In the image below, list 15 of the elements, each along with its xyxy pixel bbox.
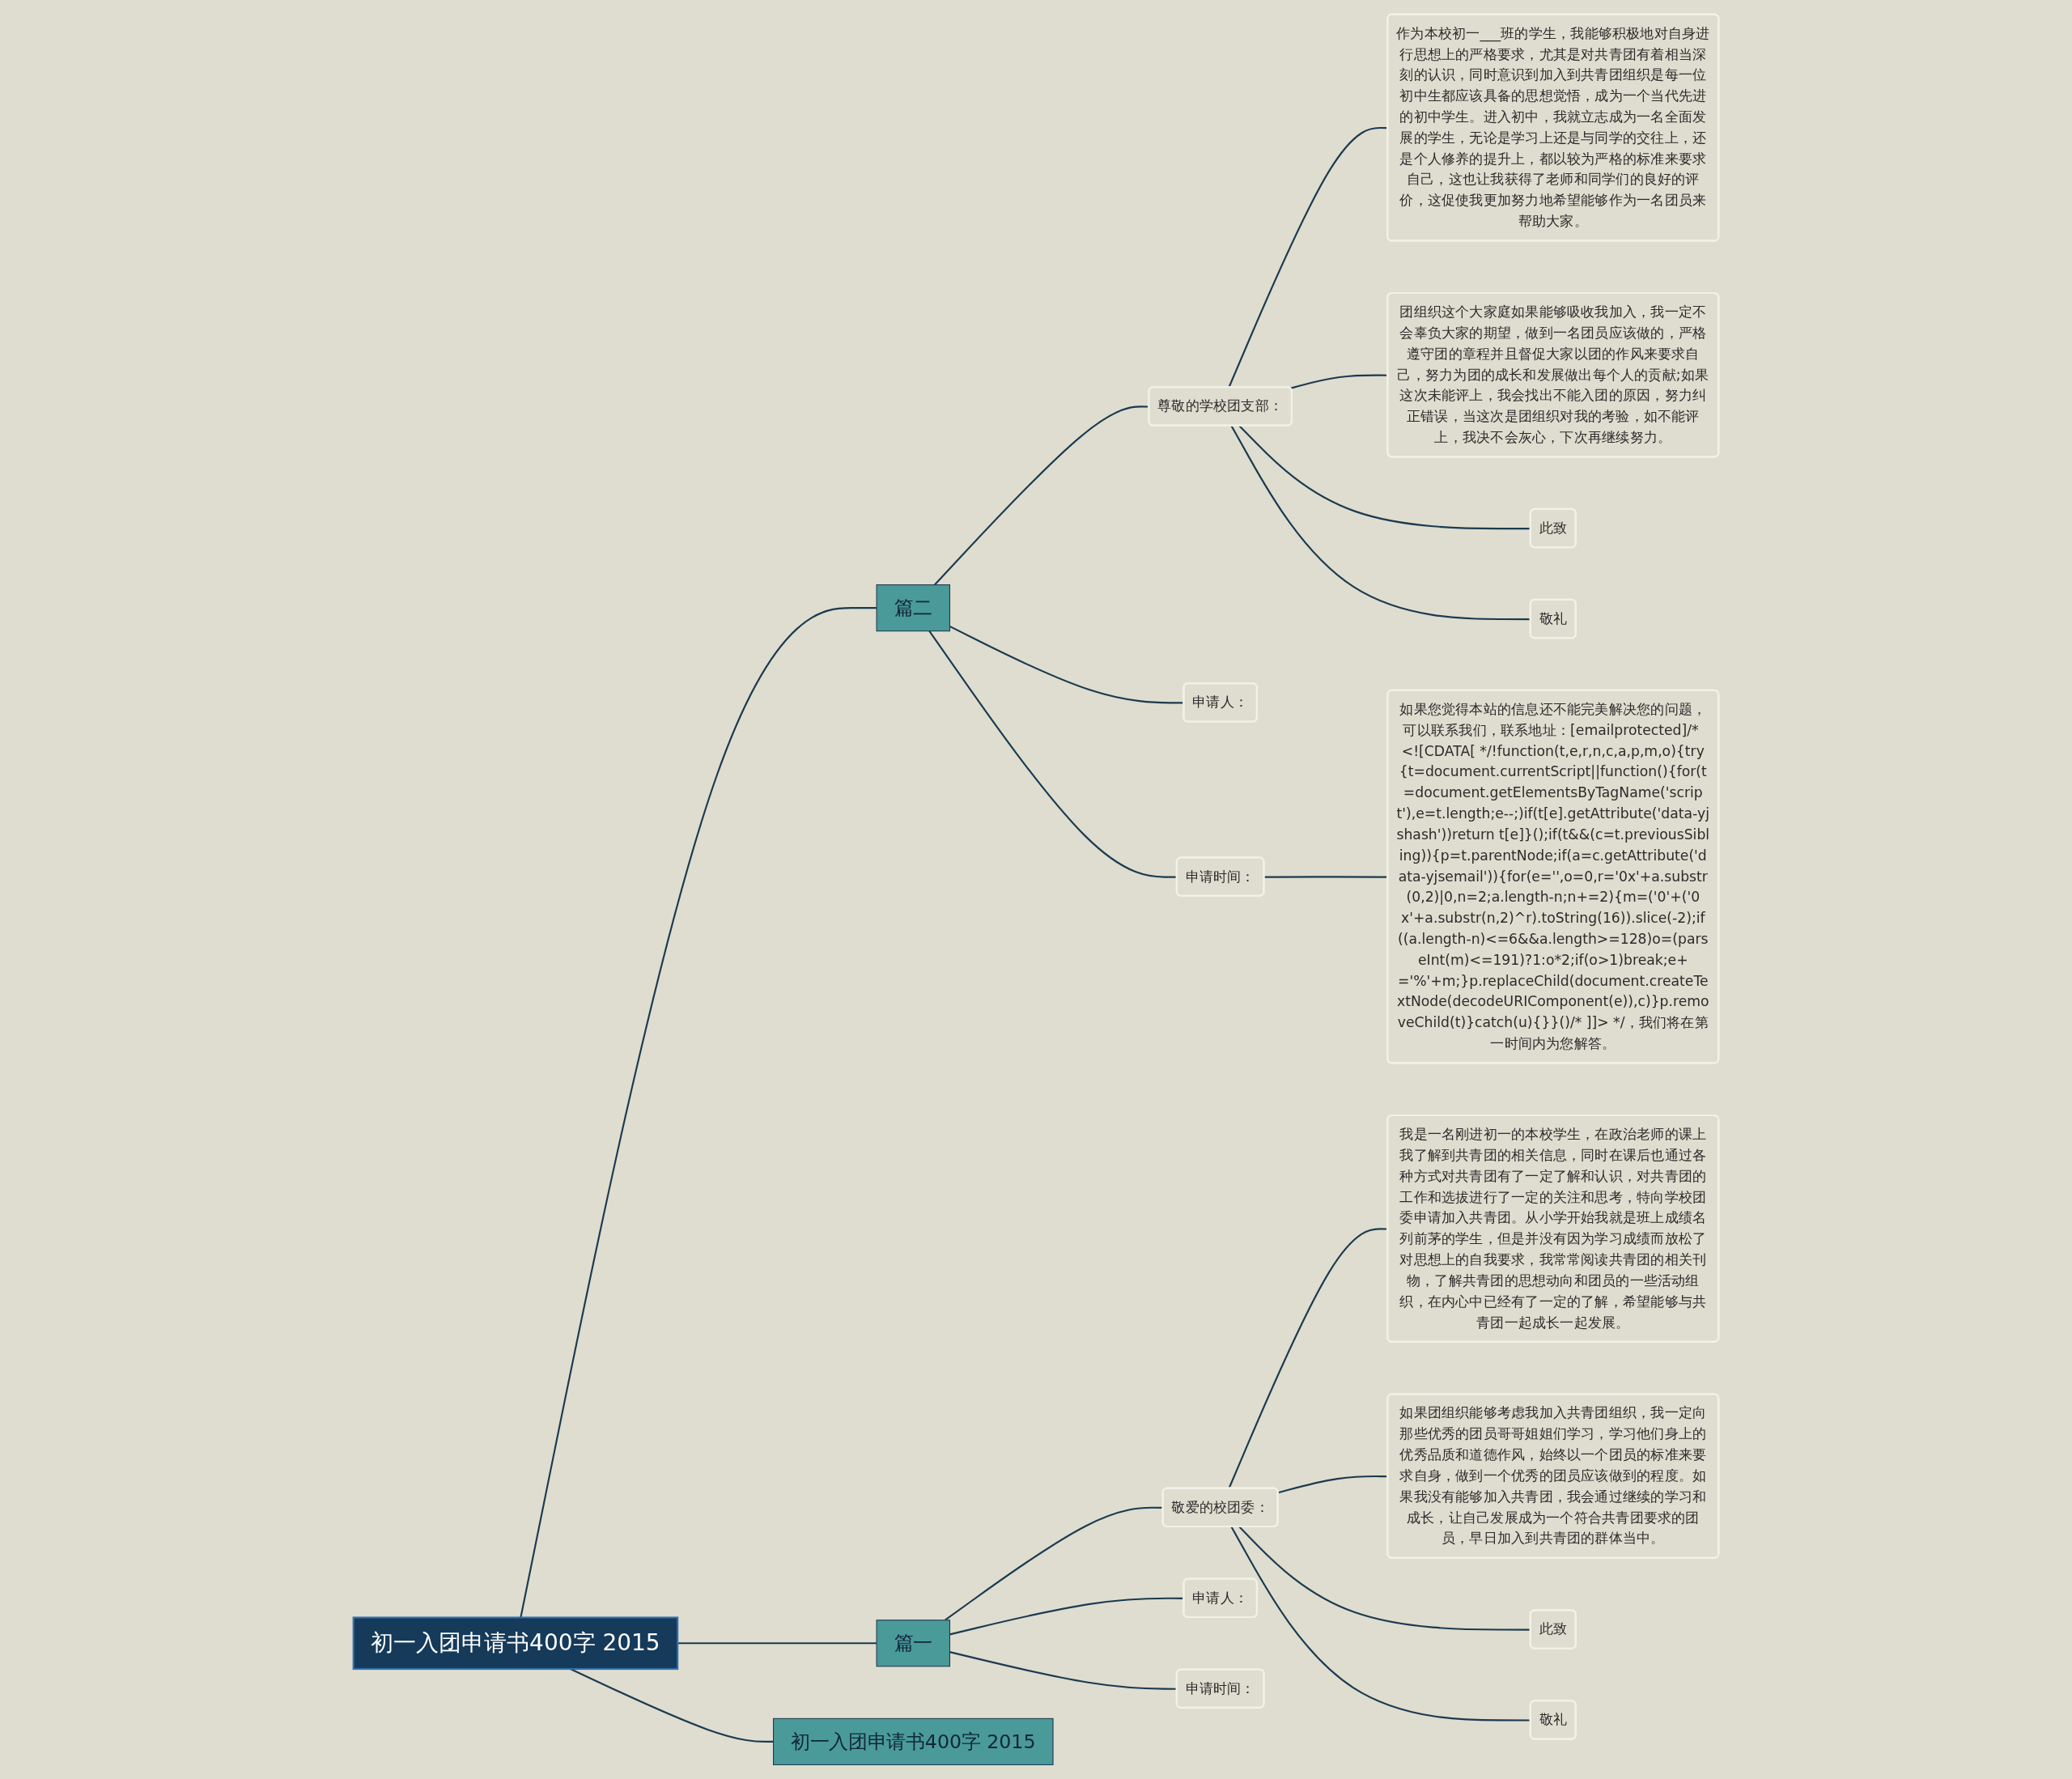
connector xyxy=(1277,1475,1388,1494)
node-box: 篇一 xyxy=(876,1620,950,1667)
connector xyxy=(934,405,1149,586)
node-text: 此致 xyxy=(1539,519,1568,537)
node-text: 敬礼 xyxy=(1539,609,1568,627)
connector xyxy=(949,1597,1184,1636)
node-box: 初一入团申请书400字 2015 xyxy=(352,1616,679,1671)
node-box: 初一入团申请书400字 2015 xyxy=(773,1717,1054,1765)
connector xyxy=(677,1642,877,1645)
connector xyxy=(1264,876,1388,878)
connector xyxy=(1228,126,1388,388)
connector xyxy=(1290,374,1388,389)
node-box: 篇二 xyxy=(876,584,950,632)
connector xyxy=(949,625,1184,704)
connector xyxy=(520,607,877,1618)
